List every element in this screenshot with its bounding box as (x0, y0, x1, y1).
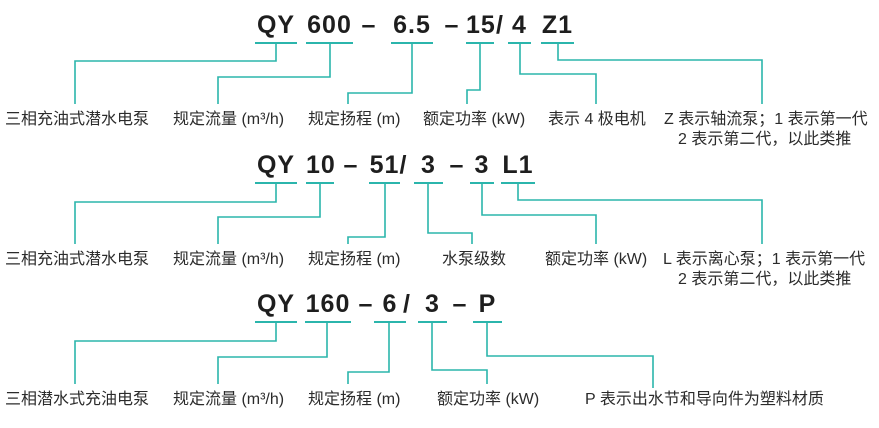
connector-line (431, 323, 488, 384)
label-power: 额定功率 (kW) (423, 111, 526, 128)
title-token-power: 15 (466, 12, 495, 44)
title-token-dash: – (449, 151, 465, 179)
title-token-dash: – (452, 290, 468, 318)
title-token-flow: 10 (306, 152, 335, 184)
label-head: 规定扬程 (m) (308, 391, 401, 408)
title-token-variant: Z1 (541, 12, 574, 44)
title-token-poles: 4 (508, 12, 531, 44)
title-token-head: 6.5 (391, 12, 433, 44)
title-token-stages: 3 (414, 152, 443, 184)
connector-line (347, 323, 390, 384)
title-token-head: 6 (374, 291, 406, 323)
label-flow: 规定流量 (m³/h) (173, 111, 285, 128)
label-variant-note-line2: 2 表示第二代，以此类推 (678, 131, 852, 148)
title-token-power: 3 (470, 152, 494, 184)
title-token-flow: 600 (306, 12, 353, 44)
connector-line (74, 323, 277, 384)
title-token-dash: – (358, 290, 374, 318)
title-token-dash: – (343, 151, 359, 179)
title-token-flow: 160 (305, 291, 351, 323)
connector-line (217, 323, 328, 384)
title-token-head: 51 (369, 152, 400, 184)
title-token-series: QY (255, 291, 297, 323)
label-power: 额定功率 (kW) (545, 251, 648, 268)
connector-line (486, 323, 654, 388)
label-stages: 水泵级数 (442, 251, 507, 268)
title-token-series: QY (255, 152, 297, 184)
label-flow: 规定流量 (m³/h) (173, 391, 285, 408)
label-power: 额定功率 (kW) (437, 391, 540, 408)
title-token-slash: / (399, 151, 408, 179)
label-variant-note-line1: Z 表示轴流泵；1 表示第一代 (664, 111, 868, 128)
label-pump-type: 三相充油式潜水电泵 (5, 251, 150, 268)
label-head: 规定扬程 (m) (308, 111, 401, 128)
title-token-dash: – (444, 11, 460, 39)
title-token-power: 3 (418, 291, 447, 323)
label-variant-note-line1: L 表示离心泵；1 表示第一代 (663, 251, 866, 268)
label-pump-type: 三相潜水式充油电泵 (5, 391, 150, 408)
label-material-note: P 表示出水节和导向件为塑料材质 (585, 391, 824, 408)
title-token-dash: – (361, 11, 377, 39)
title-token-slash: / (403, 290, 411, 318)
label-pump-type: 三相充油式潜水电泵 (5, 111, 150, 128)
label-head: 规定扬程 (m) (308, 251, 401, 268)
title-token-series: QY (255, 12, 297, 44)
label-variant-note-line2: 2 表示第二代，以此类推 (678, 271, 852, 288)
title-token-material: P (473, 291, 502, 323)
title-token-slash: / (496, 11, 504, 39)
label-flow: 规定流量 (m³/h) (173, 251, 285, 268)
title-token-variant: L1 (501, 152, 535, 184)
label-poles: 表示 4 极电机 (548, 111, 646, 128)
